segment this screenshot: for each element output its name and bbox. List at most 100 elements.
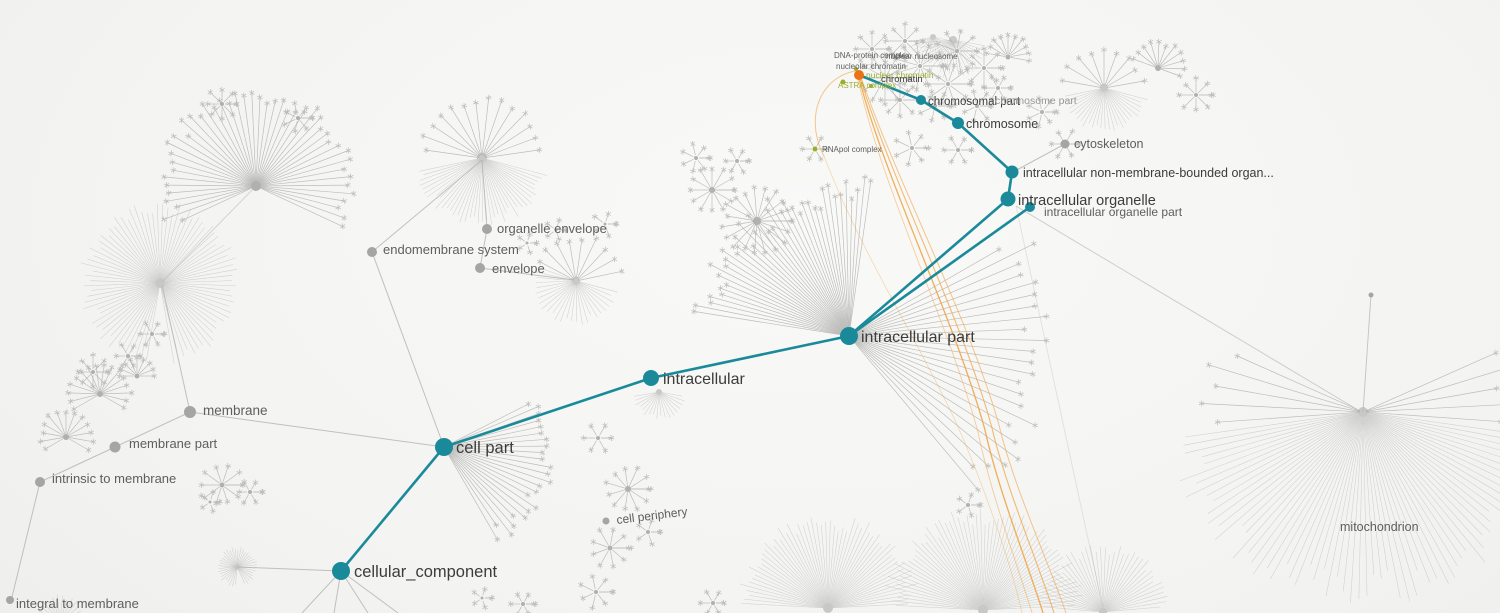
node-green_term_2[interactable] (854, 67, 858, 71)
subtree-root-node[interactable] (694, 156, 698, 160)
label-intracellular_part[interactable]: intracellular part (861, 329, 975, 346)
label-cellular_component[interactable]: cellular_component (354, 563, 498, 581)
collapsed-subtree-fan[interactable] (198, 489, 223, 515)
node-intracellular_part[interactable] (840, 327, 858, 345)
collapsed-subtree-fan[interactable] (679, 140, 714, 175)
collapsed-subtree-fan[interactable] (537, 235, 625, 281)
subtree-root-node[interactable] (966, 503, 970, 507)
subtree-root-node[interactable] (978, 605, 988, 613)
label-chromosomal_part[interactable]: chromosomal part (928, 96, 1021, 108)
term-label[interactable]: chromatin (881, 74, 923, 85)
collapsed-subtree-fan[interactable] (236, 478, 266, 506)
term-node[interactable] (109, 441, 121, 453)
subtree-root-node[interactable] (870, 47, 874, 51)
subtree-root-node[interactable] (1040, 110, 1044, 114)
node-chromosomal_part[interactable] (916, 95, 926, 105)
node-green_term_3[interactable] (869, 84, 873, 88)
subtree-root-node[interactable] (97, 391, 103, 397)
term-node[interactable] (475, 263, 485, 273)
collapsed-subtree-fan[interactable] (941, 135, 975, 165)
collapsed-subtree-fan[interactable] (578, 573, 617, 611)
subtree-root-node[interactable] (525, 241, 529, 245)
term-label[interactable]: RNApol complex (822, 145, 882, 154)
subtree-root-node[interactable] (975, 104, 979, 108)
collapsed-subtree-fan[interactable] (1037, 545, 1168, 613)
node-chromosome[interactable] (952, 117, 964, 129)
collapsed-subtree-fan[interactable] (580, 422, 615, 454)
collapsed-subtree-fan[interactable] (507, 591, 539, 613)
subtree-root-node[interactable] (150, 332, 154, 336)
collapsed-subtree-fan[interactable] (983, 31, 1032, 64)
collapsed-subtree-fan[interactable] (1130, 38, 1188, 79)
collapsed-subtree-fan[interactable] (1048, 128, 1083, 160)
collapsed-subtree-fan[interactable] (722, 147, 753, 175)
subtree-root-node[interactable] (572, 277, 580, 285)
term-label[interactable]: integral to membrane (16, 596, 139, 611)
subtree-root-node[interactable] (126, 354, 130, 358)
label-non_membrane_organelle[interactable]: intracellular non-membrane-bounded organ… (1023, 166, 1274, 180)
collapsed-subtree-fan[interactable] (281, 100, 316, 135)
subtree-root-node[interactable] (735, 159, 739, 163)
term-label[interactable]: endomembrane system (383, 242, 519, 257)
subtree-root-node[interactable] (208, 500, 212, 504)
collapsed-subtree-fan[interactable] (603, 465, 654, 513)
collapsed-subtree-fan[interactable] (1026, 95, 1060, 130)
subtree-root-node[interactable] (91, 370, 95, 374)
term-label[interactable]: cytoskeleton (1074, 137, 1144, 151)
term-label[interactable]: nucleolar chromatin (836, 62, 906, 71)
node-nuclear_chromatin[interactable] (854, 70, 864, 80)
collapsed-subtree-fan[interactable] (922, 62, 975, 109)
collapsed-subtree-fan[interactable] (516, 231, 540, 256)
collapsed-subtree-fan[interactable] (697, 589, 727, 613)
collapsed-subtree-fan[interactable] (960, 88, 995, 125)
collapsed-subtree-fan[interactable] (981, 73, 1014, 103)
term-label[interactable]: envelope (492, 261, 545, 276)
subtree-root-node[interactable] (594, 590, 598, 594)
label-intracellular[interactable]: intracellular (663, 371, 745, 388)
subtree-root-node[interactable] (930, 34, 936, 40)
subtree-root-node[interactable] (753, 217, 761, 225)
node-cellular_component[interactable] (332, 562, 350, 580)
subtree-root-node[interactable] (918, 64, 922, 68)
term-node[interactable] (1060, 139, 1070, 149)
subtree-root-node[interactable] (898, 98, 902, 102)
subtree-root-node[interactable] (1100, 84, 1108, 92)
subtree-root-node[interactable] (480, 596, 484, 600)
subtree-root-node[interactable] (63, 434, 69, 440)
collapsed-subtree-fan[interactable] (590, 526, 635, 570)
subtree-root-node[interactable] (155, 278, 165, 288)
collapsed-subtree-fan[interactable] (419, 153, 548, 226)
subtree-root-node[interactable] (946, 82, 950, 86)
subtree-root-node[interactable] (823, 603, 833, 613)
subtree-root-node[interactable] (956, 148, 960, 152)
subtree-root-node[interactable] (903, 39, 907, 43)
collapsed-subtree-fan[interactable] (137, 320, 168, 348)
term-label[interactable]: nuclear chromatin (866, 70, 934, 80)
subtree-root-node[interactable] (607, 545, 613, 551)
collapsed-subtree-fan[interactable] (198, 462, 246, 507)
subtree-root-node[interactable] (711, 601, 715, 605)
collapsed-subtree-fan[interactable] (908, 34, 960, 63)
collapsed-subtree-fan[interactable] (1059, 46, 1148, 88)
term-label[interactable]: DNA-protein complex (834, 51, 910, 60)
collapsed-subtree-fan[interactable] (65, 362, 135, 413)
collapsed-subtree-fan[interactable] (218, 547, 257, 587)
term-label[interactable]: mitochondrion (1340, 520, 1419, 534)
node-non_membrane_organelle[interactable] (1005, 165, 1019, 179)
subtree-root-node[interactable] (1099, 608, 1107, 613)
label-intracellular_organelle_part[interactable]: intracellular organelle part (1044, 205, 1183, 219)
term-node[interactable] (6, 596, 14, 604)
subtree-root-node[interactable] (996, 86, 1000, 90)
collapsed-subtree-fan[interactable] (420, 94, 543, 158)
collapsed-subtree-fan[interactable] (1062, 84, 1148, 131)
subtree-root-node[interactable] (1005, 54, 1011, 60)
collapsed-subtree-fan[interactable] (113, 342, 144, 370)
label-chromosome[interactable]: chromosome (966, 117, 1038, 131)
node-green_term_4[interactable] (812, 146, 818, 152)
term-label[interactable]: membrane (203, 403, 268, 418)
term-label[interactable]: ASTRA complex (838, 81, 896, 90)
collapsed-subtree-fan[interactable] (882, 20, 926, 63)
subtree-root-node[interactable] (982, 66, 986, 70)
collapsed-subtree-fan[interactable] (690, 174, 874, 336)
